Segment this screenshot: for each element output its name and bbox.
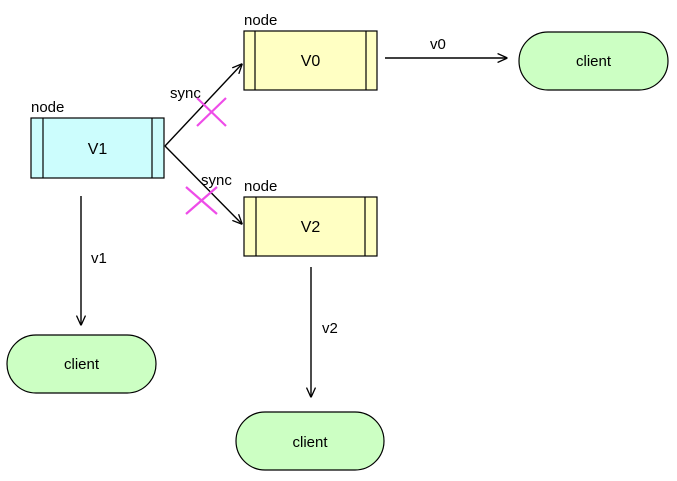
client-v0-label: client bbox=[576, 53, 612, 70]
cross-icon bbox=[196, 97, 227, 127]
node-v1[interactable]: V1 bbox=[30, 117, 165, 179]
node-v0[interactable]: V0 bbox=[243, 30, 378, 91]
v0-edge-label: v0 bbox=[430, 36, 446, 53]
node-v2[interactable]: V2 bbox=[243, 196, 378, 257]
sync-label-v2: sync bbox=[201, 172, 232, 189]
node-v0-caption: node bbox=[244, 12, 277, 29]
client-v0[interactable]: client bbox=[518, 31, 669, 91]
node-v1-caption: node bbox=[31, 99, 64, 116]
node-v0-label: V0 bbox=[301, 53, 321, 70]
node-v2-caption: node bbox=[244, 178, 277, 195]
cross-icon bbox=[185, 186, 218, 215]
v2-edge-label: v2 bbox=[322, 320, 338, 337]
client-v1-label: client bbox=[64, 356, 100, 373]
client-v2-label: client bbox=[292, 434, 328, 451]
node-v2-label: V2 bbox=[301, 219, 321, 236]
edge-v1-to-v2 bbox=[164, 145, 242, 224]
v1-edge-label: v1 bbox=[91, 250, 107, 267]
client-v2[interactable]: client bbox=[235, 411, 385, 471]
client-v1[interactable]: client bbox=[6, 334, 157, 394]
sync-label-v0: sync bbox=[170, 85, 201, 102]
node-v1-label: V1 bbox=[88, 141, 108, 158]
